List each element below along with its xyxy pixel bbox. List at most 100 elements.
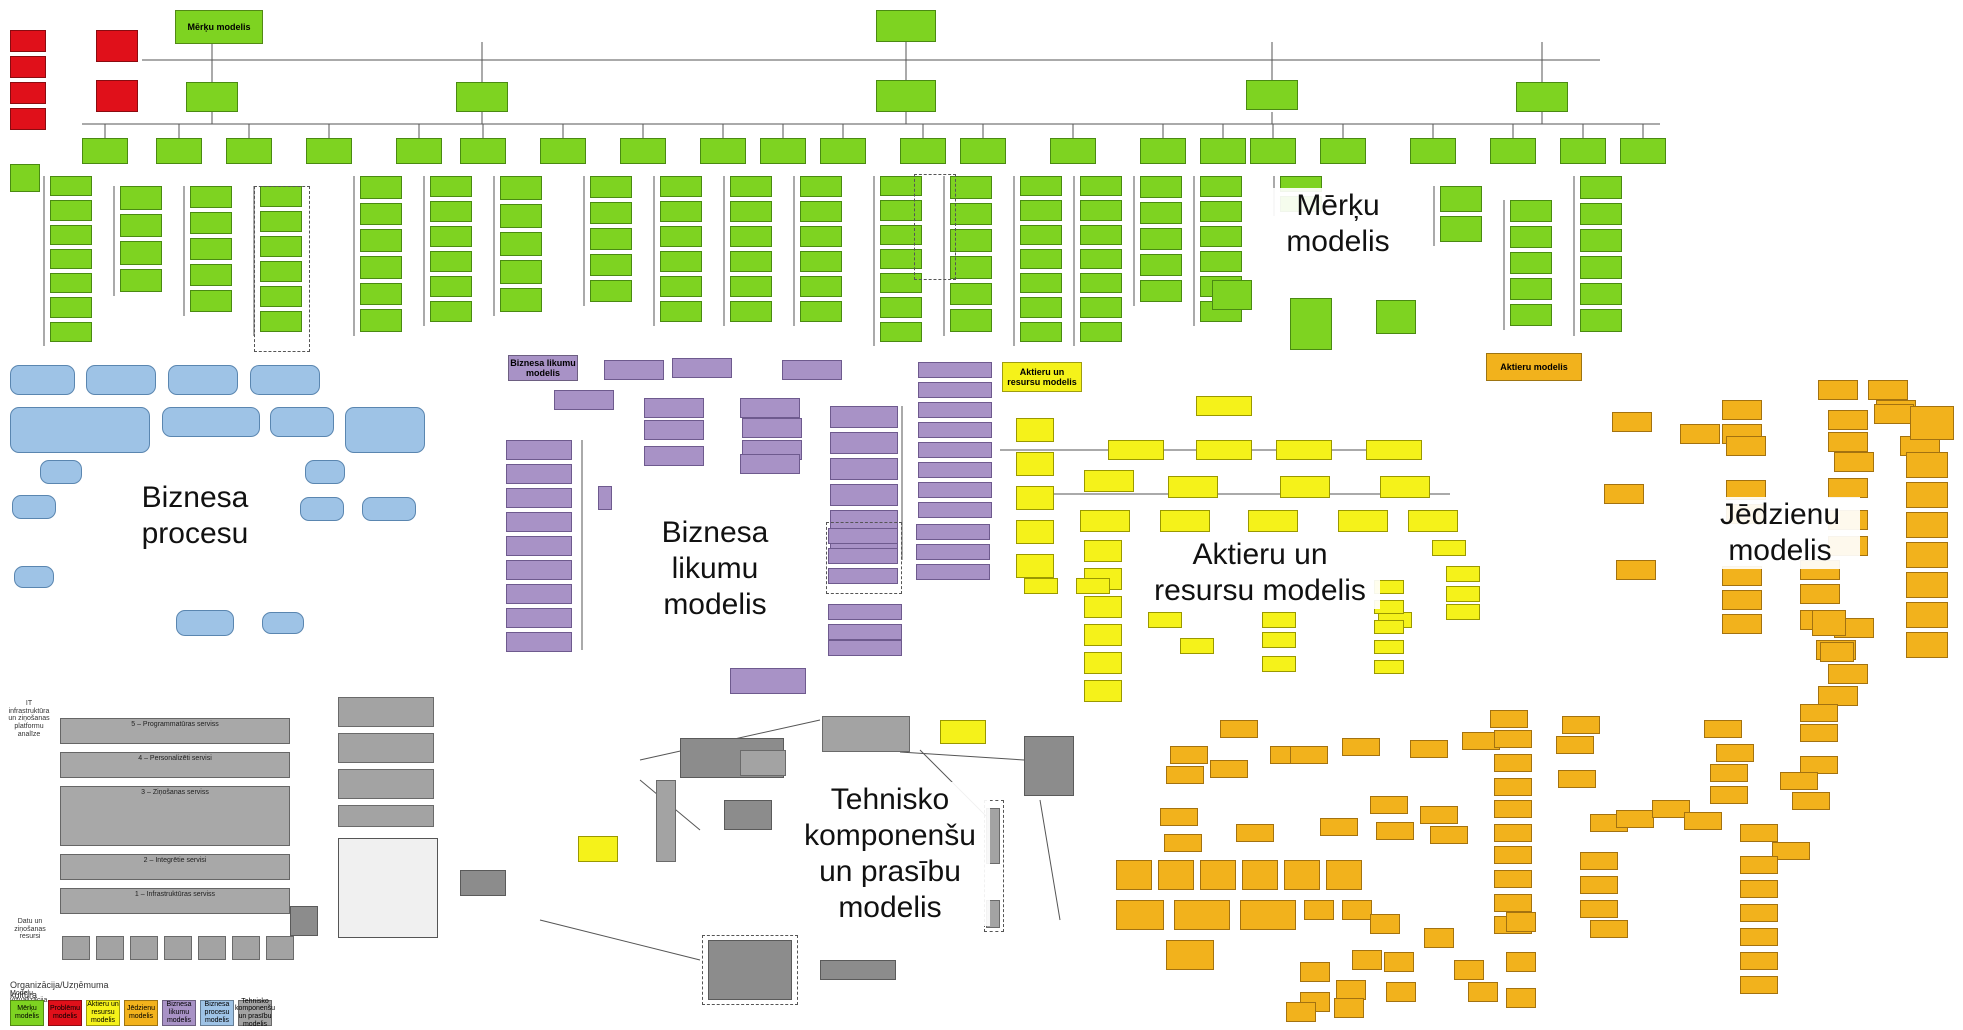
goal-l3-box <box>1020 321 1062 342</box>
concept-model-tag: Aktieru modelis <box>1486 353 1582 381</box>
goal-l3-box <box>1440 186 1482 212</box>
concept-box <box>1116 900 1164 930</box>
tech-box <box>338 697 434 727</box>
goal-l3-box <box>1580 282 1622 306</box>
concept-box <box>1740 880 1778 898</box>
concept-box <box>1652 800 1690 818</box>
goal-l1 <box>186 82 238 112</box>
goal-l3-box <box>1580 176 1622 199</box>
tech-layer: 5 – Programmatūras serviss <box>60 718 290 744</box>
process-box <box>168 365 238 395</box>
concept-box <box>1494 870 1532 888</box>
goal-l3-box <box>590 228 632 250</box>
goal-l2-box <box>1410 138 1456 164</box>
goal-l3-box <box>1020 248 1062 270</box>
actor-box <box>1374 640 1404 654</box>
goal-l3-box <box>1200 251 1242 272</box>
rules-box <box>918 482 992 498</box>
rules-box <box>830 458 898 480</box>
goal-l3-box <box>1080 273 1122 294</box>
rules-box <box>506 536 572 556</box>
rules-box <box>506 584 572 604</box>
concept-box <box>1242 860 1278 890</box>
concept-box <box>1800 724 1838 742</box>
actor-box <box>1446 604 1480 620</box>
concept-box <box>1158 860 1194 890</box>
concept-box <box>1612 412 1652 432</box>
concept-box <box>1562 716 1600 734</box>
rules-box <box>730 668 806 694</box>
actor-box <box>578 836 618 862</box>
tech-small-box <box>130 936 158 960</box>
concept-box <box>1174 900 1230 930</box>
tech-component <box>820 960 896 980</box>
goal-l3-box <box>1290 298 1332 350</box>
actor-box <box>1148 612 1182 628</box>
concept-box <box>1506 952 1536 972</box>
goal-l3-box <box>50 224 92 245</box>
actor-box <box>1016 452 1054 476</box>
rules-box <box>672 358 732 378</box>
actor-box <box>1084 624 1122 646</box>
concept-box <box>1722 590 1762 610</box>
tech-small-box <box>164 936 192 960</box>
rules-box <box>782 360 842 380</box>
concept-box <box>1384 952 1414 972</box>
concept-box <box>1704 720 1742 738</box>
goal-l3-box <box>430 301 472 322</box>
goal-l3-box <box>730 226 772 247</box>
goal-group-frame <box>254 186 310 352</box>
goal-l3-box <box>190 264 232 286</box>
tech-group-frame <box>702 935 798 1005</box>
goal-l3-box <box>800 201 842 222</box>
goal-l3-box <box>360 282 402 306</box>
rules-box <box>506 440 572 460</box>
concept-box <box>1410 740 1448 758</box>
concept-box <box>1342 900 1372 920</box>
goal-l3-box <box>190 212 232 234</box>
goal-l3-box <box>10 164 40 192</box>
rules-box <box>828 568 898 584</box>
tech-component <box>724 800 772 830</box>
rules-box <box>916 544 990 560</box>
rules-box <box>506 488 572 508</box>
tech-small-box <box>232 936 260 960</box>
actor-box <box>1016 520 1054 544</box>
goal-l2-box <box>820 138 866 164</box>
tech-component <box>656 780 676 862</box>
goal-l3-box <box>430 176 472 197</box>
rules-box <box>598 486 612 510</box>
concept-box <box>1430 826 1468 844</box>
goal-l3-box <box>800 301 842 322</box>
concept-box <box>1906 572 1948 598</box>
rules-box <box>506 464 572 484</box>
goal-l3-box <box>1510 278 1552 300</box>
concept-box <box>1558 770 1596 788</box>
actor-box <box>1262 612 1296 628</box>
goal-l3-box <box>1140 202 1182 224</box>
goal-l3-box <box>1080 224 1122 245</box>
process-box <box>300 497 344 521</box>
concept-box <box>1716 744 1754 762</box>
concept-box <box>1160 808 1198 826</box>
goal-l3-box <box>360 309 402 332</box>
rules-box <box>918 462 992 478</box>
concept-box <box>1336 980 1366 1000</box>
tech-component <box>1024 736 1074 796</box>
goal-l3-box <box>1020 273 1062 294</box>
actor-box <box>1084 470 1134 492</box>
actor-box <box>1196 396 1252 416</box>
actor-box <box>1262 632 1296 648</box>
goal-l3-box <box>660 201 702 222</box>
goal-l2-box <box>1250 138 1296 164</box>
actor-box <box>940 720 986 744</box>
process-box <box>262 612 304 634</box>
concept-box <box>1494 730 1532 748</box>
goal-l3-box <box>660 276 702 297</box>
goal-l3-box <box>1200 226 1242 247</box>
goal-l3-box <box>730 276 772 297</box>
goal-l3-box <box>1200 176 1242 197</box>
goal-l3-box <box>360 229 402 252</box>
goal-l3-box <box>950 309 992 332</box>
goal-l3-box <box>1580 256 1622 279</box>
